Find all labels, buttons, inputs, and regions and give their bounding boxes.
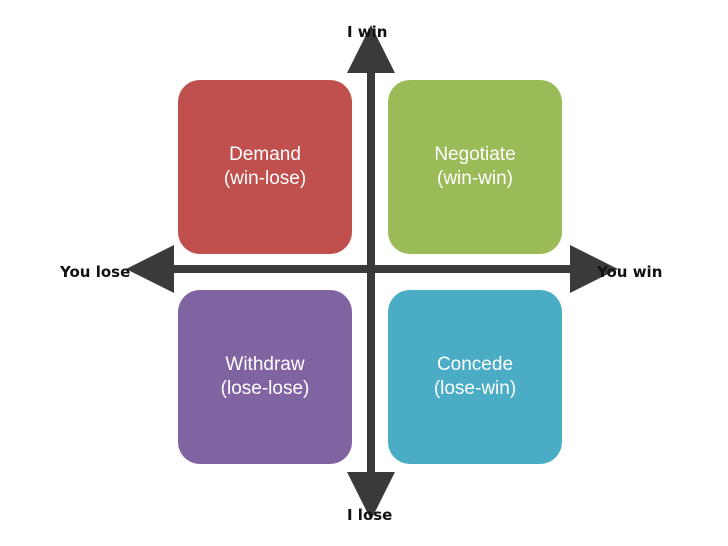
quadrant-negotiate-title: Negotiate — [434, 144, 516, 166]
quadrant-concede: Concede (lose-win) — [388, 290, 562, 464]
quadrant-concede-subtitle: (lose-win) — [433, 378, 517, 399]
axis-label-you-lose: You lose — [60, 263, 131, 281]
quadrant-concede-text: Concede (lose-win) — [434, 353, 516, 401]
axis-label-i-win: I win — [347, 23, 388, 41]
quadrant-withdraw-text: Withdraw (lose-lose) — [221, 353, 310, 401]
quadrant-withdraw-subtitle: (lose-lose) — [220, 378, 310, 399]
quadrant-concede-title: Concede — [436, 354, 514, 376]
quadrant-withdraw-title: Withdraw — [225, 354, 305, 376]
quadrant-withdraw: Withdraw (lose-lose) — [178, 290, 352, 464]
quadrant-demand-title: Demand — [229, 144, 301, 166]
quadrant-negotiate: Negotiate (win-win) — [388, 80, 562, 254]
quadrant-negotiate-subtitle: (win-win) — [437, 168, 513, 189]
quadrant-demand: Demand (win-lose) — [178, 80, 352, 254]
quadrant-demand-subtitle: (win-lose) — [223, 168, 307, 189]
axis-label-you-win: You win — [597, 263, 663, 281]
quadrant-demand-text: Demand (win-lose) — [224, 143, 306, 191]
axis-label-i-lose: I lose — [347, 506, 393, 524]
quadrant-negotiate-text: Negotiate (win-win) — [434, 143, 515, 191]
